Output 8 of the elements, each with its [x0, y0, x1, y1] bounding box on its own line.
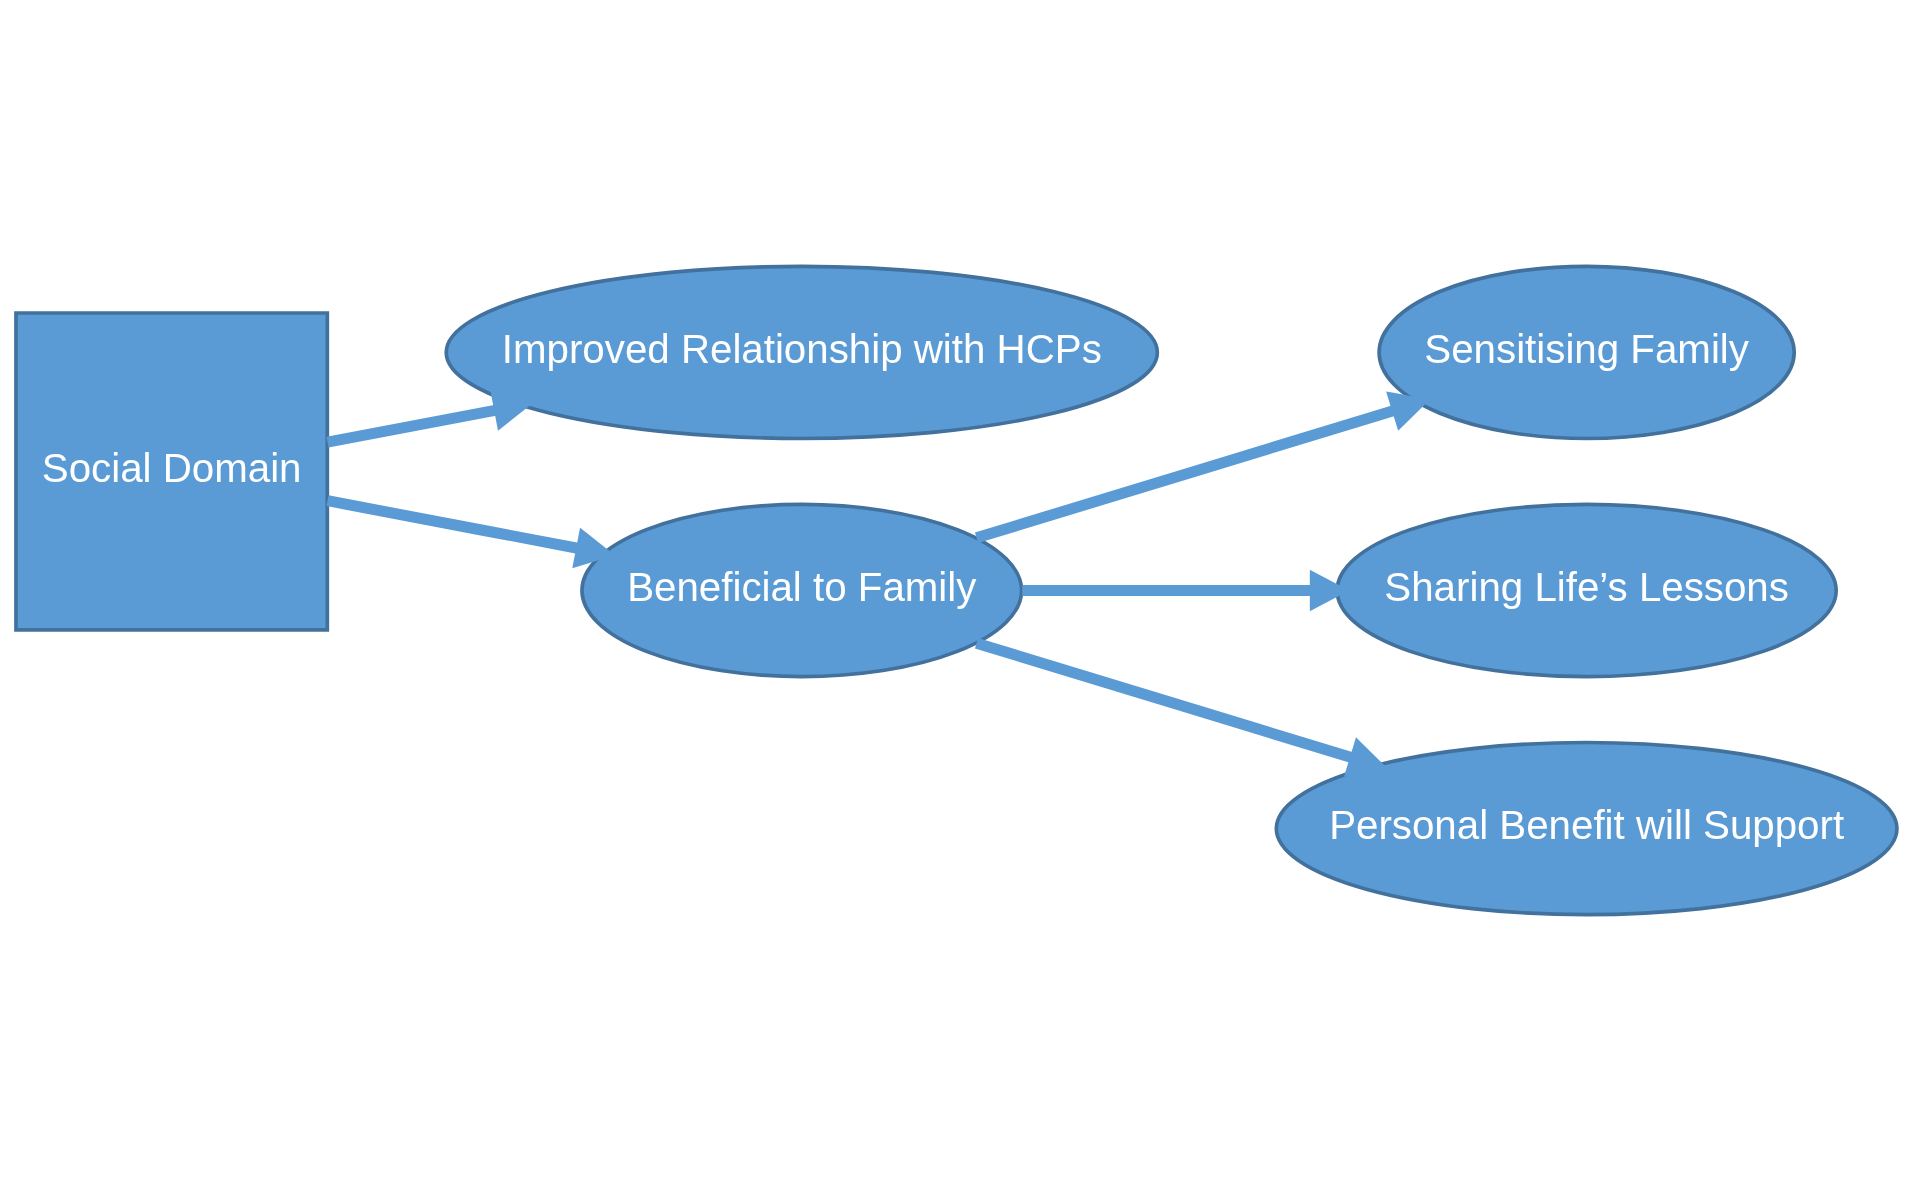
node-box: Social Domain [14, 310, 330, 632]
node-ellipse: Sensitising Family [1377, 264, 1796, 440]
node-ellipse: Sharing Life’s Lessons [1335, 502, 1838, 678]
node-ellipse: Improved Relationship with HCPs [444, 264, 1160, 440]
node-ellipse: Personal Benefit will Support [1274, 740, 1899, 916]
arrow [326, 389, 533, 448]
node-ellipse: Beneficial to Family [580, 502, 1024, 678]
arrow [974, 637, 1388, 777]
